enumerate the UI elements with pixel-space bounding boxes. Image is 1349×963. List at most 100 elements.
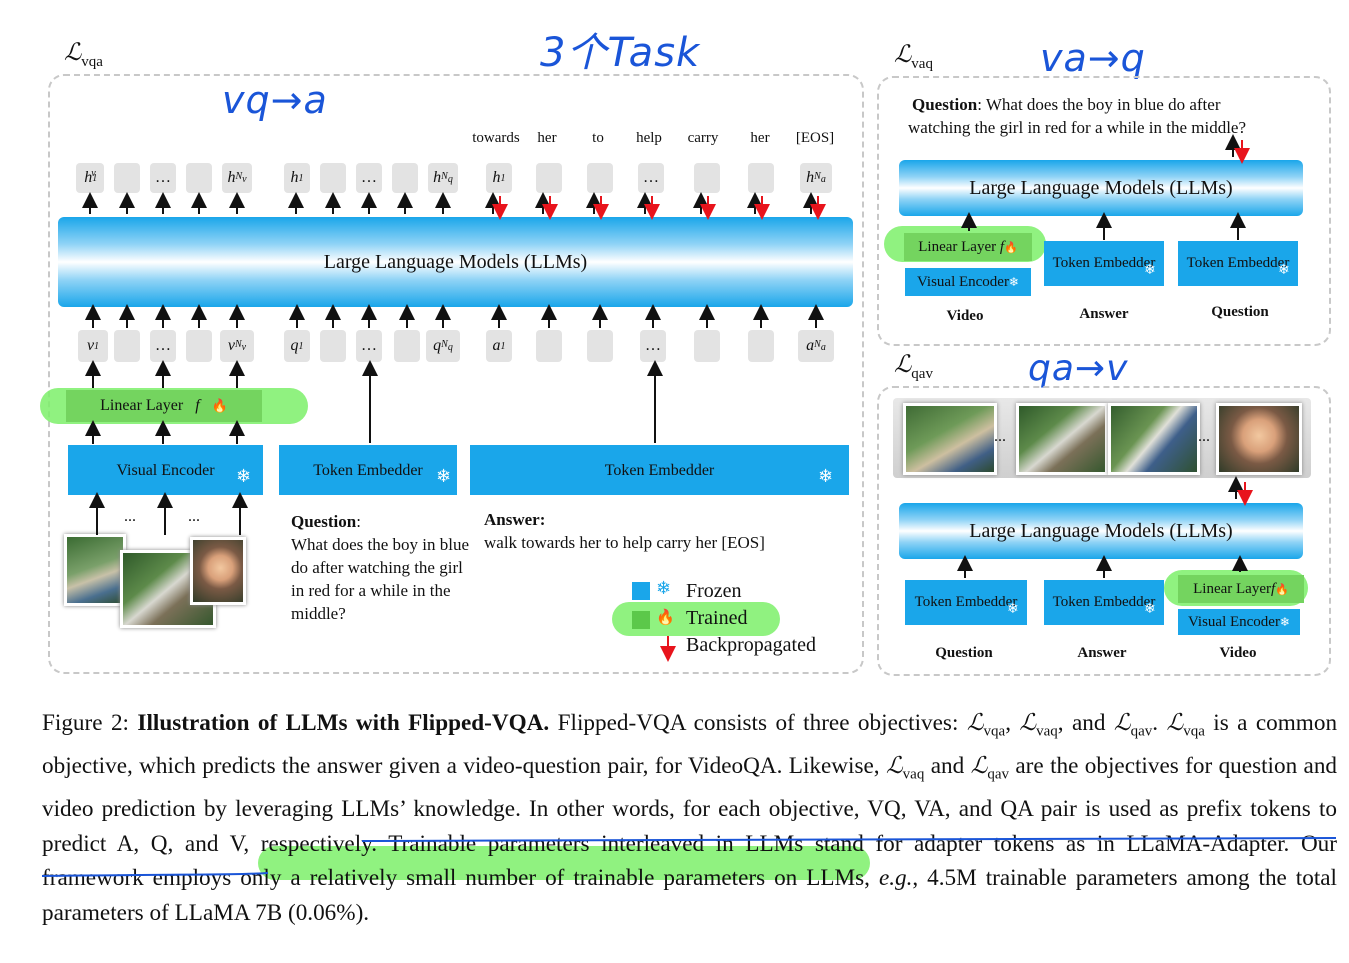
token-hidden-ellipsis: … (150, 163, 176, 193)
qav-panel (877, 386, 1331, 676)
caption-p5: , 4.5M trainable parameters among the to… (42, 865, 1337, 926)
token-hidden (392, 163, 418, 193)
flame-icon: 🔥 (211, 398, 228, 413)
frames-ellipsis: ... (188, 508, 200, 525)
out-word-towards: towards (472, 130, 520, 146)
token-hidden (694, 163, 720, 193)
vaq-panel (877, 76, 1331, 346)
annotation-three-tasks: 3个Task (540, 30, 701, 76)
loss-vaq-label: ℒvaq (894, 42, 933, 72)
token-input (114, 330, 140, 362)
token-input (394, 330, 420, 362)
snowflake-icon: ❄ (656, 578, 672, 599)
vqa-question-text: What does the boy in blue do after watch… (291, 535, 469, 623)
vqa-answer-title: Answer: (484, 510, 546, 529)
out-word-carry: carry (687, 130, 719, 146)
snowflake-icon: ❄ (1278, 262, 1290, 278)
token-input (536, 330, 562, 362)
qav-llm-block: Large Language Models (LLMs) (899, 503, 1303, 559)
frames-ellipsis: ... (994, 428, 1006, 445)
vqa-token-embedder-question: Token Embedder (279, 445, 457, 495)
out-word-help: help (636, 130, 662, 146)
out-word-to: to (592, 130, 604, 146)
video-frame (903, 403, 997, 475)
flame-icon: 🔥 (1275, 583, 1289, 596)
caption-fig: Figure 2: (42, 710, 129, 736)
vqa-panel (48, 74, 864, 674)
caption-p4: are the objectives for question and vide… (42, 753, 1338, 892)
legend-trained-label: Trained (686, 607, 748, 629)
caption-title: Illustration of LLMs with Flipped-VQA. (137, 710, 550, 736)
out-word-eos: [EOS] (795, 130, 835, 146)
token-input-ellipsis: … (356, 330, 382, 362)
token-input-ellipsis: … (150, 330, 176, 362)
vaq-llm-block: Large Language Models (LLMs) (899, 160, 1303, 216)
snowflake-icon: ❄ (1144, 262, 1156, 278)
qav-label-video: Video (1219, 645, 1257, 661)
loss-qav-label: ℒqav (894, 352, 933, 382)
snowflake-icon: ❄ (436, 466, 452, 487)
video-frame (1108, 403, 1200, 475)
token-hidden-ellipsis: … (356, 163, 382, 193)
legend-trained-swatch (632, 611, 650, 629)
vqa-token-embedder-answer: Token Embedder (470, 445, 849, 495)
vaq-token-embedder-answer: Token Embedder (1044, 241, 1164, 286)
vaq-question-text-2: watching the girl in red for a while in … (908, 118, 1247, 137)
snowflake-icon: ❄ (1007, 601, 1019, 617)
legend-backprop-label: Backpropagated (686, 634, 816, 656)
token-input (320, 330, 346, 362)
caption-p2: is a common objective, which predicts th… (42, 710, 1338, 780)
token-hidden (748, 163, 774, 193)
frames-ellipsis: ... (1198, 428, 1210, 445)
vaq-label-question: Question (1211, 304, 1269, 320)
token-hidden (186, 163, 212, 193)
caption-p1: Flipped-VQA consists of three objectives… (557, 710, 959, 736)
vqa-visual-encoder: Visual Encoder (68, 445, 263, 495)
qav-label-answer: Answer (1077, 645, 1127, 661)
snowflake-icon: ❄ (1008, 274, 1020, 289)
vaq-token-embedder-question: Token Embedder (1178, 241, 1298, 286)
token-hidden-ellipsis: … (638, 163, 664, 193)
legend-frozen-swatch (632, 582, 650, 600)
video-frame (1216, 403, 1302, 475)
token-input (694, 330, 720, 362)
video-frame (1016, 403, 1108, 475)
vqa-linear-layer: Linear Layer f 🔥 (66, 390, 262, 422)
flame-icon: 🔥 (1004, 241, 1018, 254)
frames-ellipsis: ... (124, 508, 136, 525)
token-input-ellipsis: … (640, 330, 666, 362)
snowflake-icon: ❄ (1144, 601, 1156, 617)
token-hidden (320, 163, 346, 193)
out-word-her2: her (750, 130, 770, 146)
out-word-her: her (537, 130, 557, 146)
vaq-question-text: : What does the boy in blue do after (977, 95, 1221, 114)
caption-eg: e.g. (878, 865, 913, 892)
annotation-qav: qa→v (1028, 348, 1129, 389)
vqa-question-block: Question: What does the boy in blue do a… (291, 512, 469, 623)
token-input (587, 330, 613, 362)
qav-label-question: Question (935, 645, 993, 661)
vaq-visual-encoder: Visual Encoder❄ (905, 268, 1031, 296)
qav-token-embedder-answer: Token Embedder (1044, 580, 1164, 625)
caption-highlight (258, 846, 870, 880)
vaq-question-block: Question: What does the boy in blue do a… (908, 93, 1318, 139)
snowflake-icon: ❄ (818, 466, 834, 487)
vqa-answer-text: walk towards her to help carry her [EOS] (484, 533, 765, 552)
token-input (748, 330, 774, 362)
annotation-vqa: vq→a (222, 78, 328, 122)
annotation-vaq: va→q (1040, 36, 1146, 80)
vqa-llm-block: Large Language Models (LLMs) (58, 217, 853, 307)
snowflake-icon: ❄ (236, 466, 252, 487)
vaq-label-video: Video (946, 308, 984, 324)
vaq-linear-layer: Linear Layer f🔥 (904, 233, 1032, 261)
token-hidden (536, 163, 562, 193)
